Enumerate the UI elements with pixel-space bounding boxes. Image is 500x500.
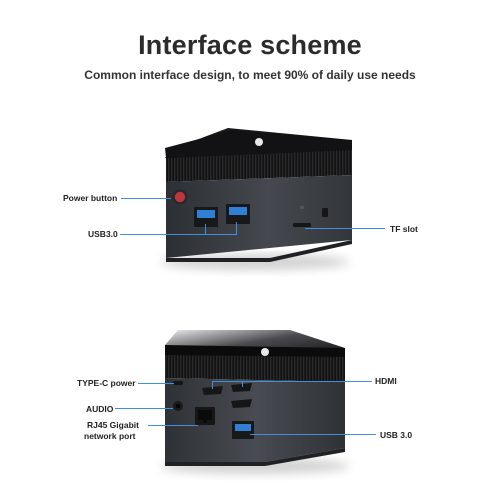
callout-usb30-left xyxy=(205,224,206,234)
callout-hdmi-left xyxy=(212,381,213,389)
usb-30-port-icon xyxy=(232,421,254,439)
callout-power-button xyxy=(121,198,171,199)
typec-port-icon xyxy=(173,381,183,385)
label-tf-slot: TF slot xyxy=(390,224,418,234)
page-title: Interface scheme xyxy=(138,30,362,60)
callout-hdmi xyxy=(212,381,372,382)
label-rj45-line2: network port xyxy=(84,431,136,441)
callout-hdmi-right xyxy=(242,381,243,387)
intel-logo-icon xyxy=(255,138,263,146)
page-subtitle: Common interface design, to meet 90% of … xyxy=(84,68,416,82)
label-power-button: Power button xyxy=(63,193,118,203)
tf-slot-icon xyxy=(293,206,328,227)
front-device-body xyxy=(166,175,352,262)
callout-typec-power xyxy=(138,383,174,384)
label-hdmi: HDMI xyxy=(375,376,397,386)
hdmi-ports-icon xyxy=(202,383,252,408)
rear-device-body xyxy=(165,378,345,466)
callout-rj45 xyxy=(148,425,198,426)
label-typec-power: TYPE-C power xyxy=(77,378,136,388)
callout-usb30-right xyxy=(236,222,237,234)
callout-usb-30 xyxy=(250,434,376,435)
callout-audio xyxy=(115,408,173,409)
callout-tf-slot xyxy=(305,228,385,229)
rear-device-top xyxy=(165,330,345,382)
audio-jack-icon xyxy=(173,401,183,411)
callout-usb30 xyxy=(120,234,237,235)
label-audio: AUDIO xyxy=(86,404,114,414)
rj45-port-icon xyxy=(195,407,215,425)
power-button-icon xyxy=(172,189,188,205)
label-usb-30: USB 3.0 xyxy=(380,430,413,440)
intel-logo-icon-rear xyxy=(261,348,269,356)
front-device-top xyxy=(165,128,352,182)
label-usb30: USB3.0 xyxy=(88,229,118,239)
usb30-ports-icon xyxy=(194,204,250,227)
label-rj45-line1: RJ45 Gigabit xyxy=(87,420,139,430)
